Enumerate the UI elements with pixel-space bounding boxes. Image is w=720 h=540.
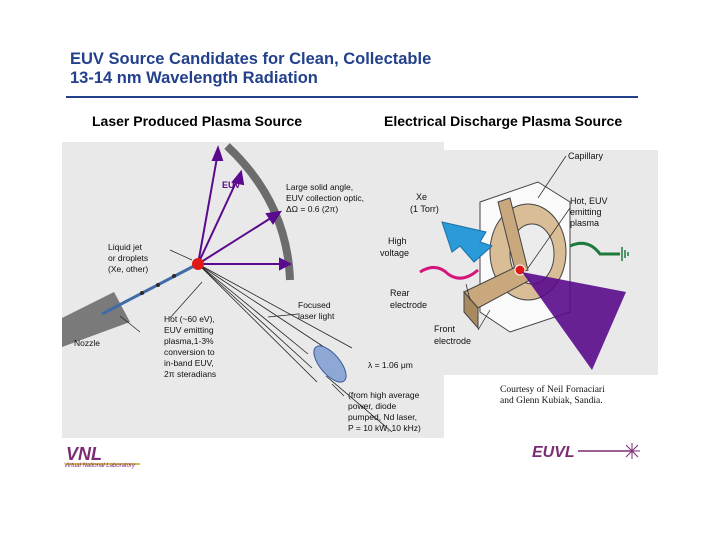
label-laser-light: laser light xyxy=(298,311,335,321)
label-xe-pressure: (1 Torr) xyxy=(410,204,439,214)
label-euv: EUV xyxy=(222,180,241,190)
hot-plasma xyxy=(192,258,204,270)
label-solid-angle: Large solid angle, xyxy=(286,182,353,192)
droplet xyxy=(172,274,176,278)
leader-lines xyxy=(119,249,345,397)
label-delta-omega: ΔΩ = 0.6 (2π) xyxy=(286,204,338,214)
label-high: High xyxy=(388,236,407,246)
label-rear: Rear xyxy=(390,288,410,298)
label-plasma: plasma xyxy=(570,218,599,228)
credit-line-2: and Glenn Kubiak, Sandia. xyxy=(500,396,603,406)
label-in-band: in-band EUV, xyxy=(164,358,214,368)
image-credit: Courtesy of Neil Fornaciari and Glenn Ku… xyxy=(500,385,605,407)
label-nozzle: Nozzle xyxy=(74,338,100,348)
label-hot-euv: Hot, EUV xyxy=(570,196,608,206)
starburst-icon xyxy=(624,443,640,459)
label-focused: Focused xyxy=(298,300,331,310)
title-divider xyxy=(66,96,638,98)
vnl-logo-text: VNL xyxy=(66,444,102,464)
laser-plasma-diagram-background xyxy=(62,142,444,438)
vnl-logo: VNL xyxy=(66,444,140,465)
label-laser-source: (from high average xyxy=(348,390,420,400)
nozzle-body xyxy=(62,292,130,347)
droplet xyxy=(140,291,144,295)
label-collection-optic: EUV collection optic, xyxy=(286,193,364,203)
label-front-electrode: electrode xyxy=(434,336,471,346)
title-line-1: EUV Source Candidates for Clean, Collect… xyxy=(70,50,432,68)
droplet xyxy=(156,283,160,287)
euvl-logo-text: EUVL xyxy=(532,444,575,461)
label-droplets: or droplets xyxy=(108,253,148,263)
label-liquid-jet: Liquid jet xyxy=(108,242,143,252)
label-hot-plasma: Hot (~60 eV), xyxy=(164,314,215,324)
high-voltage-wire xyxy=(419,266,479,280)
label-euv-emitting: EUV emitting xyxy=(164,325,214,335)
discharge-plasma-heading: Electrical Discharge Plasma Source xyxy=(384,113,623,129)
laser-lens xyxy=(313,345,347,383)
label-front: Front xyxy=(434,324,456,334)
label-wavelength: λ = 1.06 μm xyxy=(368,360,413,370)
laser-plasma-heading: Laser Produced Plasma Source xyxy=(92,113,303,129)
label-emitting: emitting xyxy=(570,207,602,217)
label-conversion-to: conversion to xyxy=(164,347,215,357)
label-laser-power: P = 10 kW, 10 kHz) xyxy=(348,423,421,433)
front-electrode-side xyxy=(463,290,479,330)
euv-emission-fan xyxy=(522,272,626,370)
label-diode: power, diode xyxy=(348,401,396,411)
label-voltage: voltage xyxy=(380,248,409,258)
discharge-plasma-diagram: Capillary Xe (1 Torr) Hot, EUV emitting … xyxy=(380,151,629,370)
label-xe: Xe xyxy=(416,192,427,202)
liquid-jet xyxy=(101,264,195,316)
capillary-tube xyxy=(497,197,529,275)
vnl-subtitle: Virtual National Laboratory xyxy=(64,463,135,469)
ground-wire xyxy=(569,241,620,256)
page-title: EUV Source Candidates for Clean, Collect… xyxy=(70,50,630,88)
xe-inlet-arrow xyxy=(441,221,493,263)
leader-lines xyxy=(465,155,571,331)
credit-line-1: Courtesy of Neil Fornaciari xyxy=(500,385,605,395)
laser-plasma-diagram: EUV Large solid angle, EUV collection op… xyxy=(62,143,421,433)
label-xe-other: (Xe, other) xyxy=(108,264,148,274)
label-conversion: plasma,1-3% xyxy=(164,336,214,346)
euv-emission-arrows xyxy=(197,145,293,271)
euvl-logo: EUVL xyxy=(532,443,640,461)
label-capillary: Capillary xyxy=(568,151,604,161)
laser-beam xyxy=(325,375,393,433)
title-line-2: 13-14 nm Wavelength Radiation xyxy=(70,69,318,87)
focused-laser-cone xyxy=(197,263,353,383)
ground-icon xyxy=(621,247,629,261)
label-rear-electrode: electrode xyxy=(390,300,427,310)
label-steradians: 2π steradians xyxy=(164,369,216,379)
label-nd-laser: pumped, Nd laser, xyxy=(348,412,417,422)
